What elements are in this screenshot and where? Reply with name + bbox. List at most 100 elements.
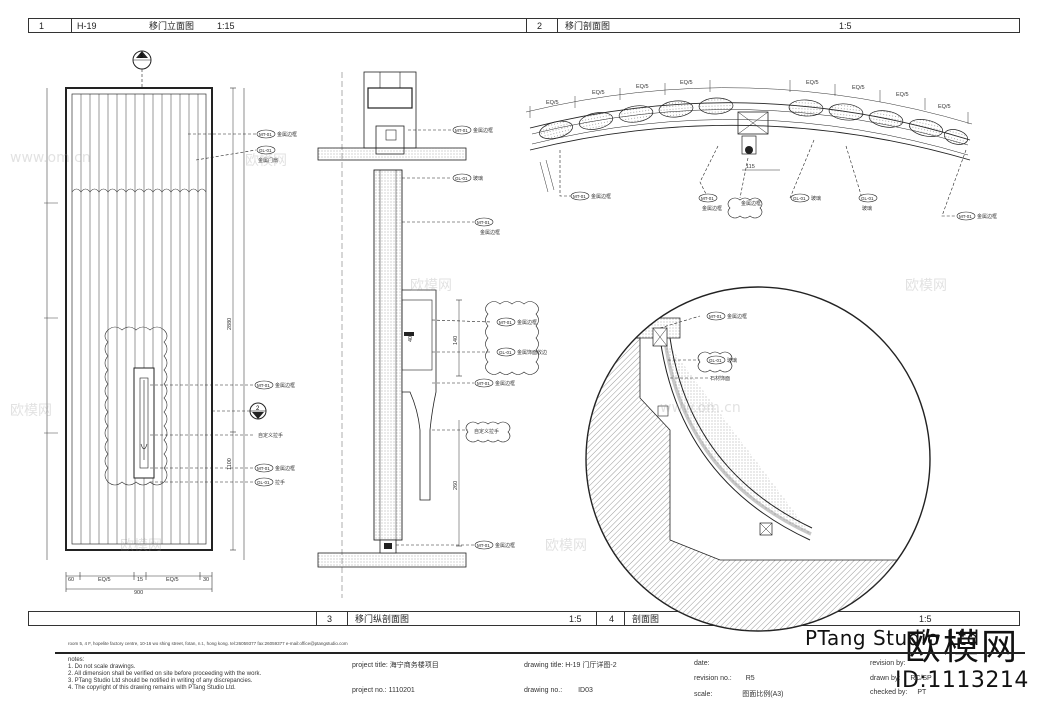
note-1: 1. Do not scale drawings. [68,664,136,670]
studio-brand: PTang Studio Ltd [805,626,980,650]
revision-cloud [104,326,168,486]
long-tag-5: GL-01 金属饰面收边 [496,347,547,357]
svg-text:GL-01: GL-01 [709,358,722,363]
view-3-number: 3 [327,614,333,624]
section-mark-3-label: 3 [140,54,144,60]
studio-address: room 5, 4 F, hopelite factory centre, 10… [68,641,348,646]
svg-text:MT-01: MT-01 [573,194,586,199]
plan-dim-7: EQ/5 [896,92,909,98]
watermark-url-1: www.om.cn [10,150,91,166]
revision-by-field: revision by: [870,660,906,667]
svg-text:GL-01: GL-01 [499,350,512,355]
project-title-field: project title: 海宁商务楼项目 [352,662,439,669]
plan-tag-4: GL-01 玻璃 [858,193,878,212]
plan-tag-1: MT-01 金属边框 [570,191,611,201]
svg-text:金属边框: 金属边框 [495,542,515,549]
plan-tag-5: MT-01 金属边框 [956,211,997,221]
svg-text:玻璃: 玻璃 [811,195,821,202]
long-tag-6: MT-01 金属边框 [474,378,515,388]
door-leaf-section [373,169,403,541]
svg-text:MT-01: MT-01 [455,128,468,133]
watermark-text-1: 欧模网 [245,153,287,169]
project-no-value: 1110201 [388,687,415,694]
svg-text:玻璃: 玻璃 [862,205,872,212]
checked-by-field: checked by: PT [870,689,927,696]
svg-text:MT-01: MT-01 [477,543,490,548]
dim-bottom-260: 260 [453,481,459,490]
watermark-big: 欧模网 [905,627,1020,668]
plan-dim-1: EQ/5 [546,100,559,106]
long-tag-1: MT-01 金属边框 [452,125,493,135]
top-title-bar: 1 H-19 移门立面图 1:15 2 移门剖面图 1:5 [28,18,1020,33]
plan-dim-4: EQ/5 [680,80,693,86]
dim-handle-140: 140 [453,336,459,345]
svg-text:拉手: 拉手 [275,479,285,486]
elevation-tag-3: MT-01 金属边框 [254,380,295,390]
svg-text:MT-01: MT-01 [709,314,722,319]
long-cloud [485,301,539,375]
note-2: 2. All dimension shall be verified on si… [68,671,262,677]
plan-cloud-note: 金属边框 [741,200,761,207]
svg-text:GL-01: GL-01 [259,148,272,153]
svg-text:GL-01: GL-01 [455,176,468,181]
dim-bottom-4: EQ/5 [166,577,179,583]
checked-by-value: PT [917,689,927,696]
watermark-url-2: www.om.cn [660,400,741,416]
footer-rule [55,652,1025,654]
view-4-title: 剖面图 [632,614,660,624]
elevation-tag-5: GL-01 拉手 [254,477,285,487]
elevation-tag-1: MT-01 金属边框 [256,129,297,139]
svg-text:金属边框: 金属边框 [727,313,747,320]
note-3: 3. PTang Studio Ltd should be notified i… [68,678,253,684]
bottom-title-bar: 3 移门纵剖面图 1:5 4 剖面图 1:5 [28,611,1020,626]
view-1-title: 移门立面图 [149,21,195,31]
notes-block: notes: 1. Do not scale drawings. 2. All … [68,657,348,692]
plan-dim-2: EQ/5 [592,90,605,96]
dim-height: 2880 [227,318,233,330]
svg-text:MT-01: MT-01 [259,132,272,137]
reeded-glass-lines [80,94,199,544]
drawing-no-value: ID03 [578,687,593,694]
elevation-tag-4: MT-01 金属边框 [254,463,295,473]
dim-handle-height: 1100 [227,458,233,470]
detail-note: 石材饰面 [710,375,730,382]
svg-text:MT-01: MT-01 [257,383,270,388]
view-4-number: 4 [609,614,615,624]
drawing-no-field: drawing no.: ID03 [524,687,593,694]
watermark-text-2: 欧模网 [410,278,452,294]
revision-no-value: R5 [745,675,755,682]
detail-tag-1: MT-01 金属边框 [706,311,747,321]
svg-text:金属边框: 金属边框 [277,131,297,138]
svg-text:金属边框: 金属边框 [275,382,295,389]
view-2-scale: 1:5 [839,21,852,31]
longitudinal-section-view: 140 40 260 MT-01 金属边框 GL-01 玻璃 [317,71,547,598]
svg-text:金属边框: 金属边框 [517,319,537,326]
dim-total-width: 900 [134,590,143,596]
notes-heading: notes: [68,657,85,663]
svg-text:金属门扇: 金属门扇 [258,157,278,164]
watermark-text-4: 欧模网 [10,403,52,419]
dim-bottom-3: 15 [137,577,143,583]
svg-text:MT-01: MT-01 [499,320,512,325]
svg-text:玻璃: 玻璃 [727,357,737,364]
svg-text:金属边框: 金属边框 [473,127,493,134]
view-2-number: 2 [537,21,543,31]
plan-tag-3: GL-01 玻璃 [790,193,821,203]
view-1-number: 1 [39,21,45,31]
view-1-scale: 1:15 [217,21,235,31]
date-field: date: [694,660,710,667]
svg-text:金属边框: 金属边框 [591,193,611,200]
svg-text:GL-01: GL-01 [257,480,270,485]
glass-pods [539,97,969,145]
view-1-code: H-19 [77,21,97,31]
view-3-title: 移门纵剖面图 [355,614,410,624]
svg-text:金属边框: 金属边框 [977,213,997,220]
svg-text:金属边框: 金属边框 [495,380,515,387]
watermark-id: ID:1113214 [895,668,1029,693]
svg-text:GL-01: GL-01 [861,196,874,201]
dim-bottom-1: 60 [68,577,74,583]
svg-text:MT-01: MT-01 [477,220,490,225]
svg-text:金属边框: 金属边框 [275,465,295,472]
svg-text:GL-01: GL-01 [793,196,806,201]
